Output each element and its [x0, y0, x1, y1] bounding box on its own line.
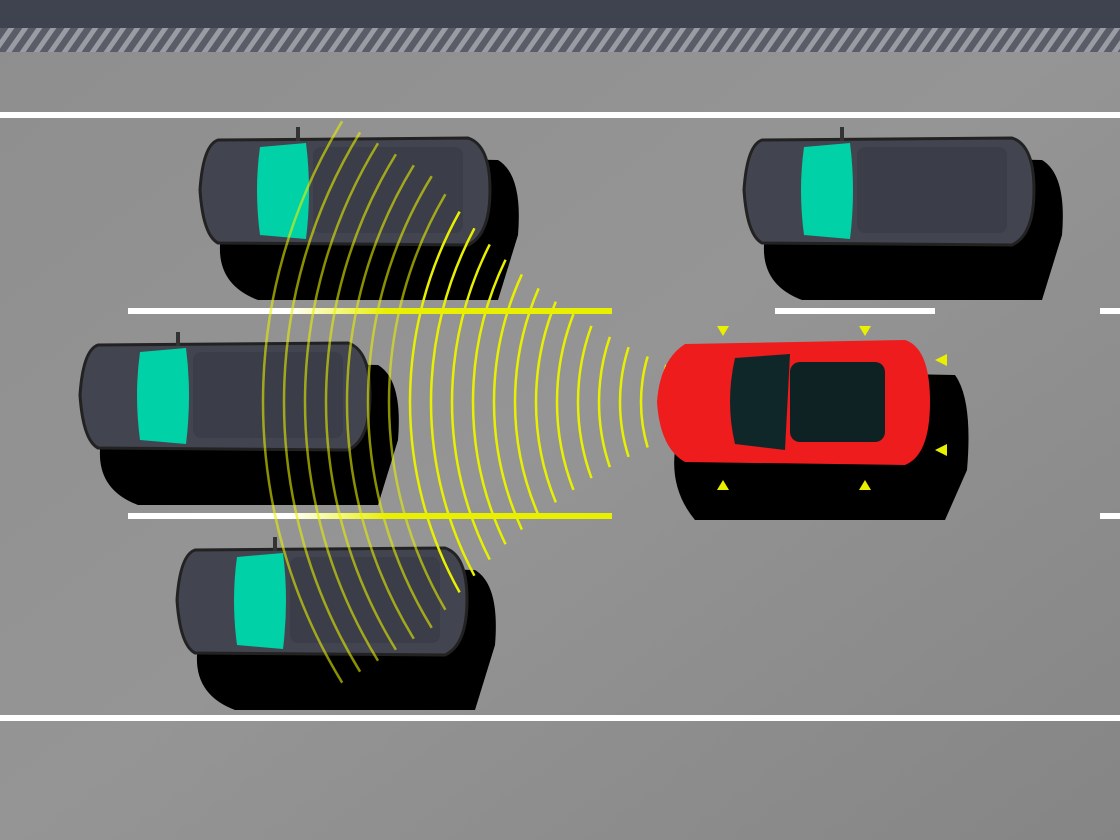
- car-bottom: [175, 537, 496, 710]
- dashed-lane-upper: [128, 308, 1120, 314]
- sensor-wave: [534, 301, 557, 503]
- lane-line-bottom: [0, 715, 1120, 721]
- sensor-wave: [303, 142, 380, 662]
- car-roof: [857, 147, 1007, 233]
- windshield: [137, 348, 189, 444]
- windshield: [257, 143, 309, 239]
- sensor-wave: [513, 287, 540, 517]
- windshield: [730, 354, 790, 450]
- antenna: [176, 332, 180, 346]
- antenna: [273, 537, 277, 551]
- car-top-left: [198, 127, 519, 300]
- car-middle-left: [78, 332, 399, 505]
- sensor-wave: [492, 273, 523, 531]
- antenna: [840, 127, 844, 141]
- hatched-curb: [0, 28, 1120, 52]
- sensor-wave: [261, 120, 344, 684]
- sensor-indicator-icon: [935, 444, 947, 456]
- car-roof: [313, 147, 463, 233]
- antenna: [296, 127, 300, 141]
- sensor-wave: [282, 131, 362, 673]
- windshield: [234, 553, 286, 649]
- sensor-indicator-icon: [717, 480, 729, 490]
- car-roof: [790, 362, 885, 442]
- sensor-wave: [597, 336, 612, 468]
- car-ego: [657, 326, 969, 520]
- sensor-wave: [429, 227, 476, 577]
- top-band: [0, 0, 1120, 28]
- sensor-wave: [576, 325, 593, 479]
- lane-line-top: [0, 112, 1120, 118]
- car-top-right: [742, 127, 1063, 300]
- sensor-waves: [261, 120, 791, 684]
- sensor-wave: [639, 356, 649, 448]
- sensor-wave: [471, 259, 507, 545]
- sensor-wave: [324, 153, 397, 651]
- sensor-wave: [408, 211, 461, 593]
- sensor-wave: [387, 193, 447, 611]
- sensor-wave: [366, 175, 433, 629]
- sensor-wave: [555, 313, 575, 491]
- sensor-indicator-icon: [935, 354, 947, 366]
- sensor-indicator-icon: [717, 326, 729, 336]
- windshield: [801, 143, 853, 239]
- sensor-wave: [618, 346, 630, 458]
- car-roof: [193, 352, 343, 438]
- sensor-indicator-icon: [859, 326, 871, 336]
- sensor-wave: [450, 243, 491, 561]
- sensor-indicator-icon: [859, 480, 871, 490]
- sensor-wave: [345, 164, 415, 640]
